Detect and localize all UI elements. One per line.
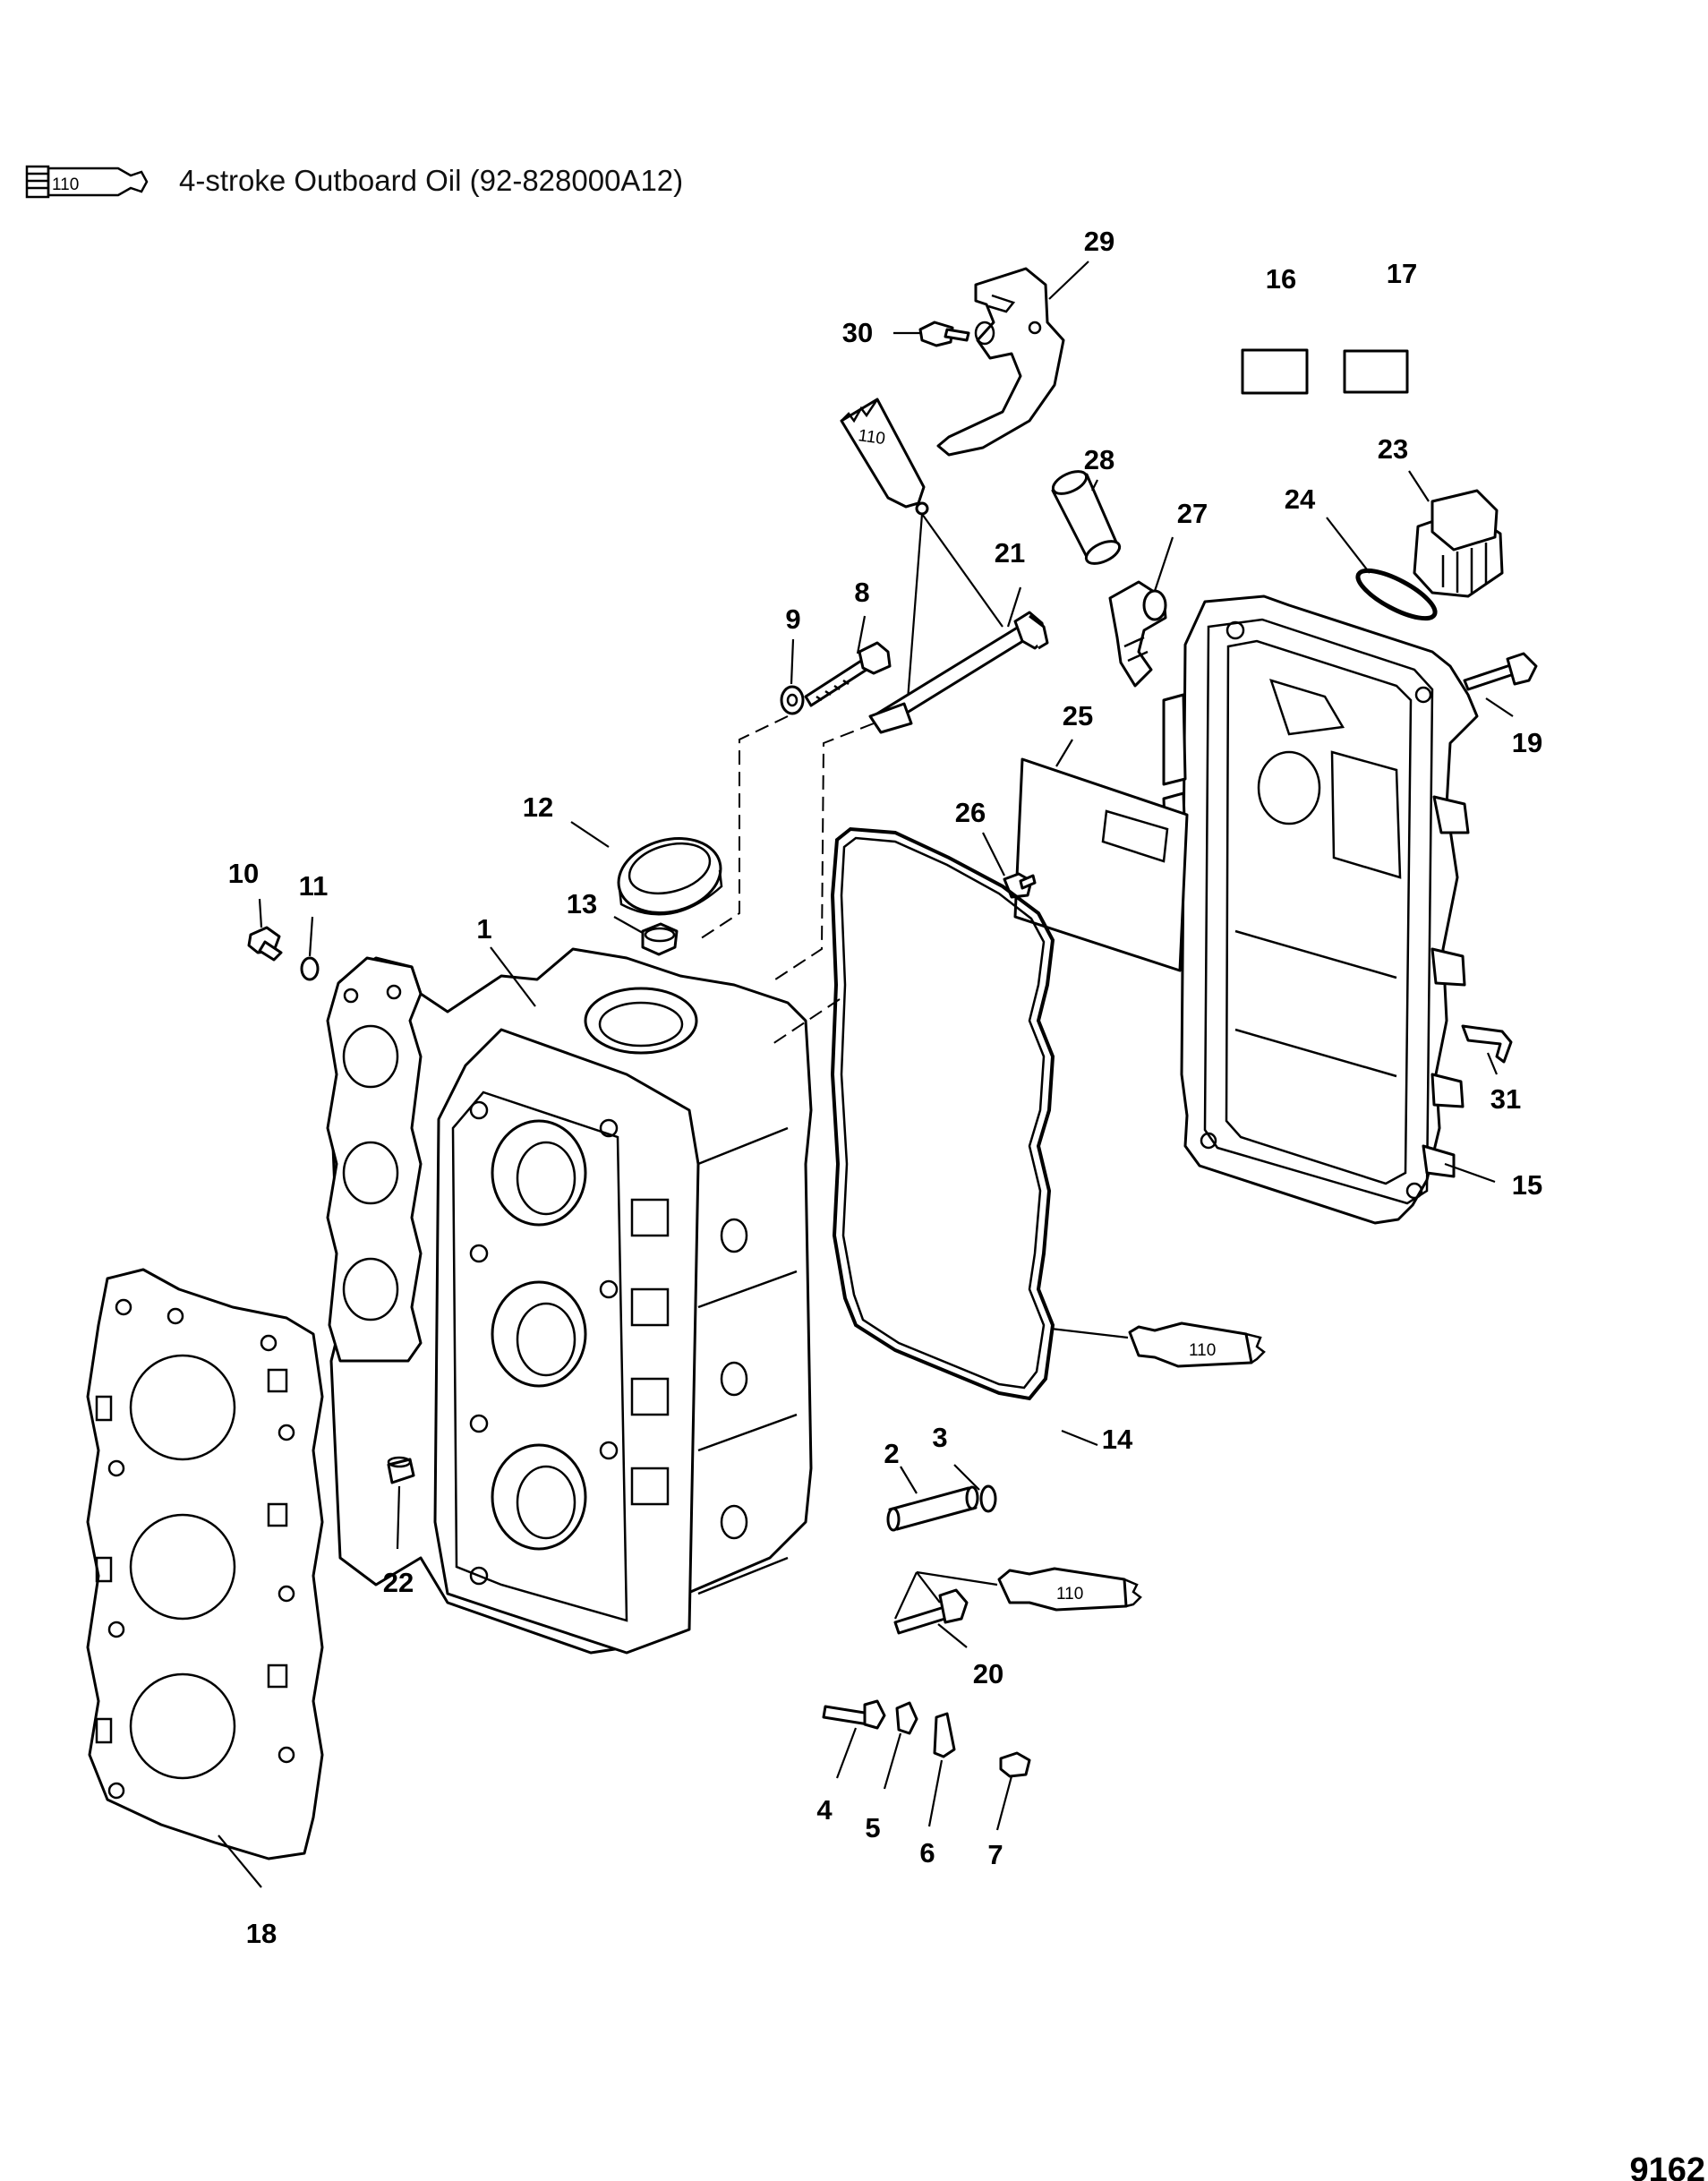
callout-31: 31 [1490, 1083, 1521, 1115]
part-1-cylinder-head [329, 947, 813, 1655]
part-1-intake-flange [326, 956, 423, 1363]
part-2-pin [886, 1485, 979, 1532]
callout-1: 1 [476, 913, 491, 945]
callout-20: 20 [973, 1658, 1003, 1689]
callout-numbers: 1 2 3 4 5 6 7 8 9 10 11 12 13 14 15 16 1… [228, 226, 1542, 1949]
part-20-bolt [893, 1588, 969, 1635]
lubricant-tube-icon: 110 [25, 165, 149, 199]
part-8-bolt [804, 641, 892, 707]
callout-21: 21 [995, 537, 1025, 569]
part-12-oil-seal [617, 837, 723, 916]
part-15-head-cover [1162, 594, 1479, 1225]
legend-symbol-label: 110 [52, 175, 79, 194]
part-25-cover-gasket [1013, 757, 1189, 972]
part-10-bolt [247, 926, 283, 962]
callout-19: 19 [1512, 727, 1542, 758]
part-4-shaft [822, 1699, 886, 1730]
callout-10: 10 [228, 858, 259, 889]
alignment-lines [697, 715, 875, 1047]
callout-26: 26 [955, 797, 986, 828]
callout-17: 17 [1387, 258, 1417, 289]
part-19-bolt [1463, 652, 1538, 691]
part-13-plug [641, 922, 679, 956]
callout-14: 14 [1102, 1424, 1133, 1455]
part-3-clip [979, 1484, 997, 1513]
callout-29: 29 [1084, 226, 1114, 257]
callout-18: 18 [246, 1918, 277, 1949]
callout-6: 6 [919, 1837, 935, 1869]
part-31-clip [1461, 1024, 1513, 1064]
callout-2: 2 [884, 1438, 899, 1469]
tube-label-bottom: 110 [1056, 1585, 1083, 1604]
callout-16: 16 [1266, 263, 1296, 295]
part-22-dowel-pin [387, 1456, 415, 1484]
callout-28: 28 [1084, 444, 1114, 475]
legend: 110 4-stroke Outboard Oil (92-828000A12) [25, 164, 683, 199]
part-28-hose [1051, 470, 1122, 565]
part-24-o-ring [1355, 568, 1438, 621]
part-14-gasket [830, 826, 1055, 1401]
part-11-washer [300, 956, 320, 981]
part-7-screw [999, 1751, 1031, 1778]
callout-23: 23 [1378, 433, 1408, 465]
part-23-oil-fill-cap [1413, 489, 1504, 598]
part-9-washer [780, 685, 805, 715]
part-6-link [933, 1712, 956, 1758]
callout-3: 3 [932, 1422, 947, 1453]
part-30-screw [918, 321, 970, 347]
leader-lines [218, 261, 1514, 1888]
callout-22: 22 [383, 1567, 414, 1598]
part-16-decal [1241, 348, 1309, 395]
callout-13: 13 [567, 888, 597, 919]
part-29-bracket [936, 267, 1065, 457]
callout-8: 8 [854, 577, 869, 608]
callout-25: 25 [1063, 700, 1093, 731]
tube-label-right: 110 [1189, 1341, 1216, 1360]
part-21-bolt [868, 611, 1049, 734]
lubricant-tube-right: 110 [1050, 1321, 1266, 1368]
callout-15: 15 [1512, 1169, 1542, 1201]
callout-5: 5 [865, 1812, 880, 1843]
part-27-elbow-fitting [1108, 580, 1167, 688]
callout-24: 24 [1285, 483, 1316, 515]
callout-27: 27 [1177, 498, 1208, 529]
part-17-decal [1343, 349, 1409, 394]
part-18-head-gasket [86, 1268, 324, 1860]
callout-30: 30 [842, 317, 873, 348]
lubricant-tube-bottom: 110 [894, 1567, 1142, 1620]
callout-12: 12 [523, 791, 553, 823]
figure-number: 9162 [1629, 2151, 1705, 2181]
callout-9: 9 [785, 603, 800, 635]
callout-11: 11 [299, 870, 329, 902]
legend-text: 4-stroke Outboard Oil (92-828000A12) [179, 164, 683, 197]
callout-4: 4 [816, 1794, 833, 1826]
lubricant-tube-top: 110 [840, 398, 1003, 724]
part-5-spacer [895, 1701, 918, 1735]
tube-label-top: 110 [857, 426, 886, 449]
callout-7: 7 [987, 1839, 1003, 1870]
